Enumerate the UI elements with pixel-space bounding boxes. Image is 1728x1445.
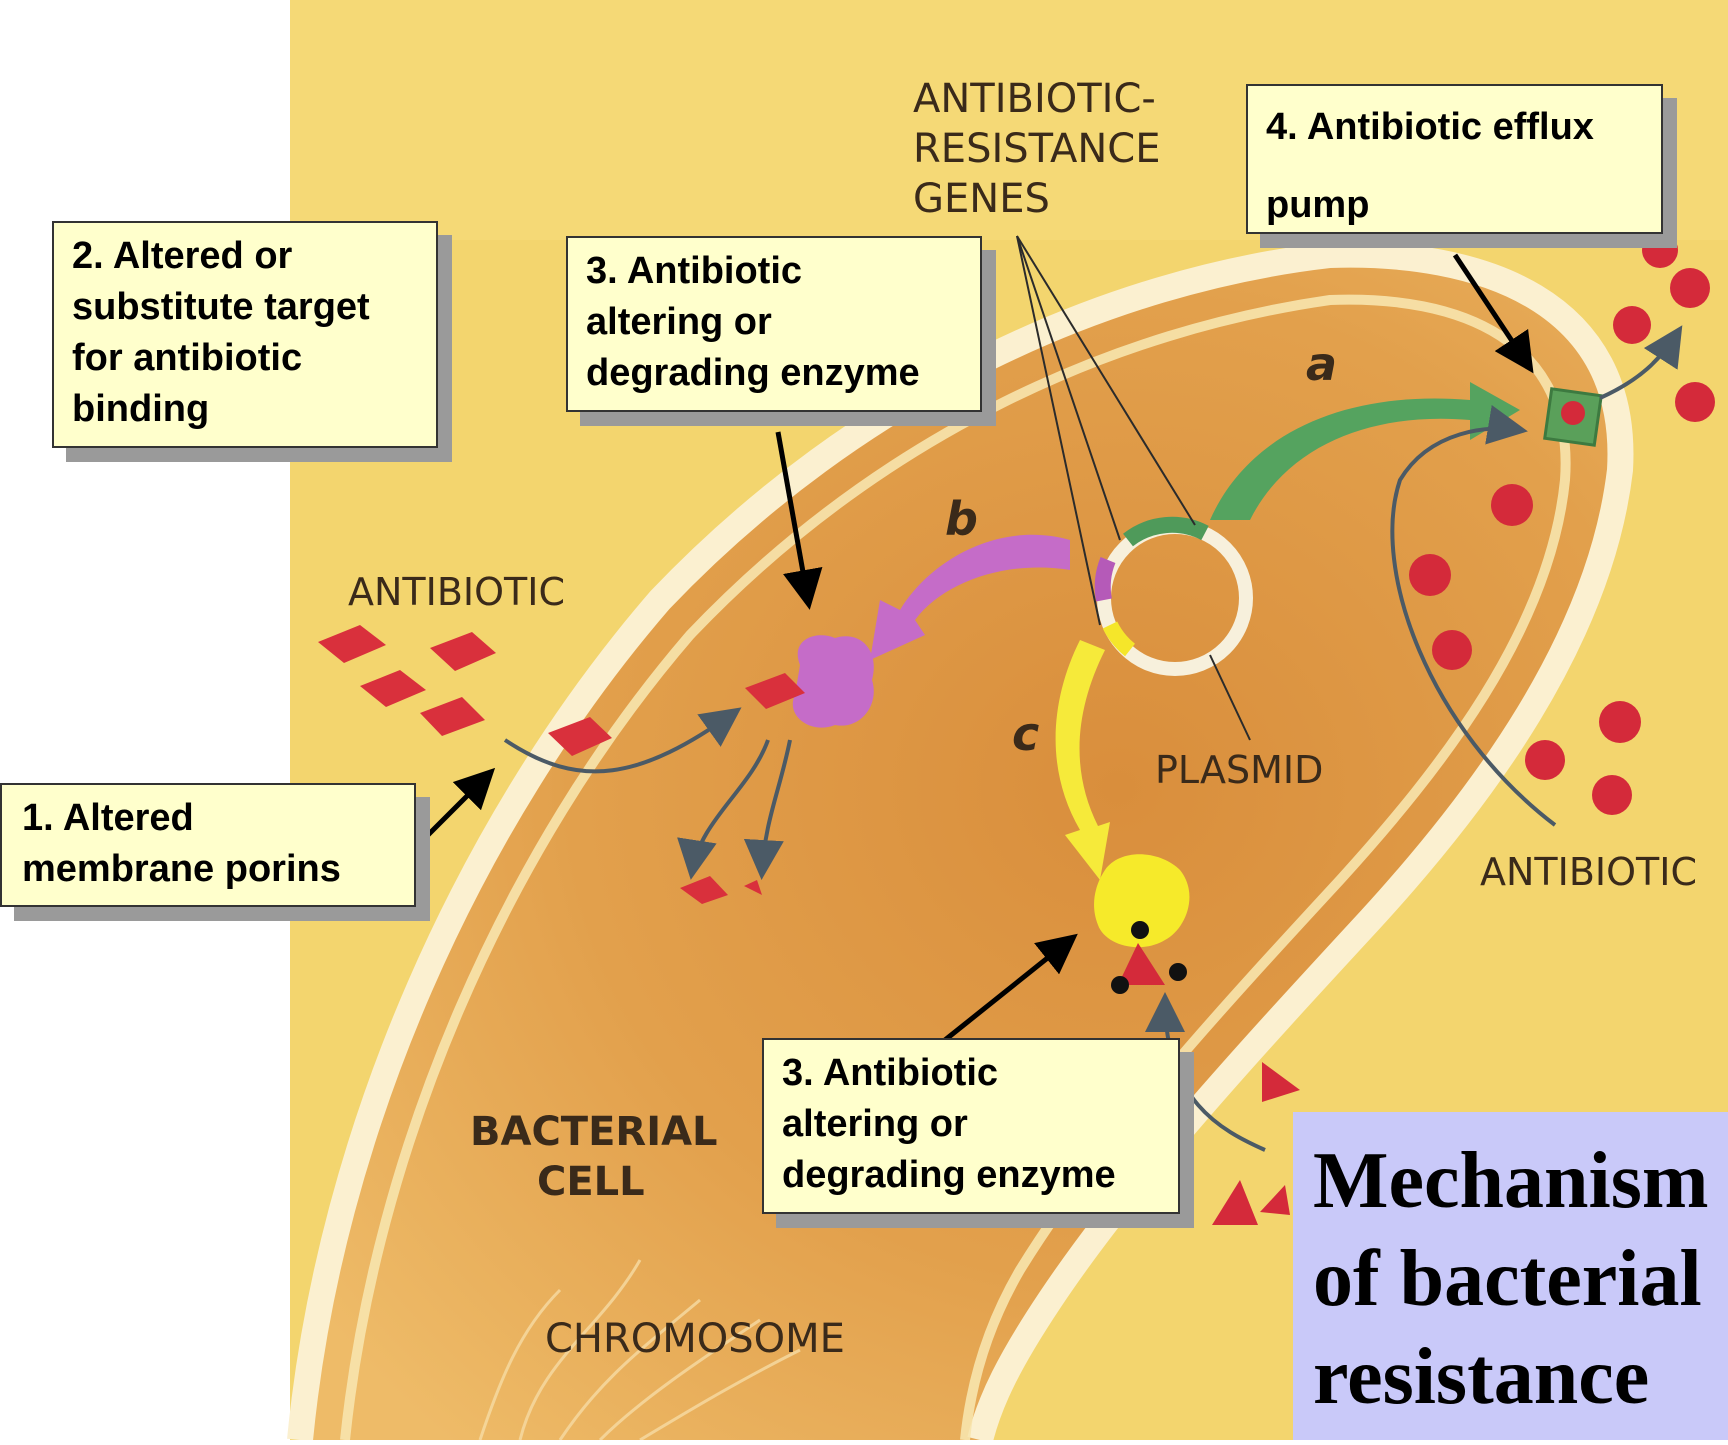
callout-enzyme-top-line1: 3. Antibiotic <box>586 246 962 297</box>
plasmid-label: PLASMID <box>1155 748 1323 792</box>
antibiotic-in-pump <box>1561 401 1585 425</box>
genes-label-line1: ANTIBIOTIC- <box>913 76 1156 122</box>
callout-enzyme-bottom: 3. Antibiotic altering or degrading enzy… <box>762 1038 1180 1214</box>
callout-porins-line2: membrane porins <box>22 844 396 895</box>
enzyme-purple <box>793 635 874 727</box>
title-line2: of bacterial <box>1313 1230 1728 1328</box>
antibiotic-label-right: ANTIBIOTIC <box>1480 850 1697 894</box>
callout-membrane-porins: 1. Altered membrane porins <box>0 783 416 907</box>
callout-enzyme-bottom-line2: altering or <box>782 1099 1160 1150</box>
title-line3: resistance <box>1313 1328 1728 1426</box>
callout-porins-line1: 1. Altered <box>22 793 396 844</box>
callout-target-line2: substitute target <box>72 282 418 333</box>
callout-enzyme-bottom-line1: 3. Antibiotic <box>782 1048 1160 1099</box>
path-a-label: a <box>1306 337 1337 391</box>
bacterial-cell-label-line1: BACTERIAL <box>470 1109 718 1155</box>
title-line1: Mechanism <box>1313 1132 1728 1230</box>
callout-efflux-line2: pump <box>1266 166 1643 244</box>
path-c-label: c <box>1012 707 1039 761</box>
genes-label-line3: GENES <box>913 176 1050 222</box>
antibiotic-label-left: ANTIBIOTIC <box>348 570 565 614</box>
path-b-label: b <box>945 492 978 546</box>
callout-enzyme-top: 3. Antibiotic altering or degrading enzy… <box>566 236 982 412</box>
slide-title: Mechanism of bacterial resistance <box>1293 1112 1728 1440</box>
callout-efflux-pump: 4. Antibiotic efflux pump <box>1246 84 1663 234</box>
plasmid-gene-purple <box>1103 560 1108 600</box>
callout-altered-target: 2. Altered or substitute target for anti… <box>52 221 438 448</box>
callout-target-line4: binding <box>72 384 418 435</box>
callout-target-line3: for antibiotic <box>72 333 418 384</box>
callout-target-line1: 2. Altered or <box>72 231 418 282</box>
callout-enzyme-top-line2: altering or <box>586 297 962 348</box>
genes-label-line2: RESISTANCE <box>913 126 1160 172</box>
callout-enzyme-bottom-line3: degrading enzyme <box>782 1150 1160 1201</box>
callout-efflux-line1: 4. Antibiotic efflux <box>1266 88 1643 166</box>
callout-enzyme-top-line3: degrading enzyme <box>586 348 962 399</box>
bacterial-cell-label-line2: CELL <box>537 1159 645 1205</box>
chromosome-label: CHROMOSOME <box>545 1316 845 1362</box>
